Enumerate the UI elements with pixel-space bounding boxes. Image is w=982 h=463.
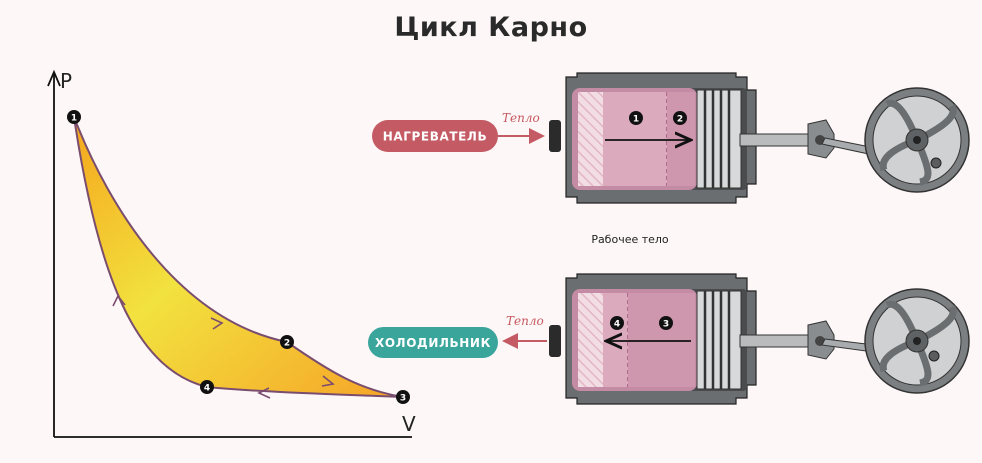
cycle-direction-arrow-icon <box>210 317 224 330</box>
cycle-direction-arrow-icon <box>112 294 126 307</box>
svg-text:2: 2 <box>284 339 290 349</box>
flywheel <box>864 288 970 394</box>
engine-point-4: 4 <box>610 316 624 330</box>
page-title: Цикл Карно <box>394 12 588 43</box>
svg-text:1: 1 <box>633 115 639 125</box>
svg-text:1: 1 <box>71 114 77 124</box>
svg-text:2: 2 <box>677 115 683 125</box>
point-3-marker: 3 <box>396 390 410 404</box>
heat-out-label: Тепло <box>506 314 544 328</box>
piston-rod <box>739 133 813 147</box>
v-axis-label: V <box>402 412 416 436</box>
heat-in-label: Тепло <box>502 111 540 125</box>
pv-diagram: P V 1 2 3 4 <box>47 69 416 438</box>
piston <box>696 290 742 390</box>
flywheel <box>864 87 970 193</box>
svg-text:4: 4 <box>204 384 210 394</box>
cylinder-valve <box>549 120 561 152</box>
heater-label: НАГРЕВАТЕЛЬ <box>383 130 488 144</box>
piston-rod <box>739 334 813 348</box>
p-axis-arrow-icon <box>47 69 61 87</box>
working-body-label: Рабочее тело <box>591 233 669 246</box>
cycle-area <box>73 116 404 398</box>
cooler-label: ХОЛОДИЛЬНИК <box>375 336 491 350</box>
point-1-marker: 1 <box>67 110 81 124</box>
svg-text:3: 3 <box>663 320 669 330</box>
cylinder-valve <box>549 325 561 357</box>
p-axis-label: P <box>60 69 72 93</box>
svg-text:3: 3 <box>400 394 406 404</box>
engine-heating: НАГРЕВАТЕЛЬ Тепло 1 2 <box>372 72 970 204</box>
engine-point-1: 1 <box>629 111 643 125</box>
heater-badge <box>372 120 498 152</box>
engine-point-3: 3 <box>659 316 673 330</box>
point-4-marker: 4 <box>200 380 214 394</box>
point-2-marker: 2 <box>280 335 294 349</box>
cooler-badge <box>368 327 498 358</box>
engine-point-2: 2 <box>673 111 687 125</box>
engine-cooling: ХОЛОДИЛЬНИК Тепло 3 4 <box>368 273 970 405</box>
cycle-direction-arrow-icon <box>257 387 271 399</box>
svg-text:4: 4 <box>614 320 620 330</box>
piston <box>696 89 742 189</box>
cycle-direction-arrow-icon <box>321 375 335 387</box>
